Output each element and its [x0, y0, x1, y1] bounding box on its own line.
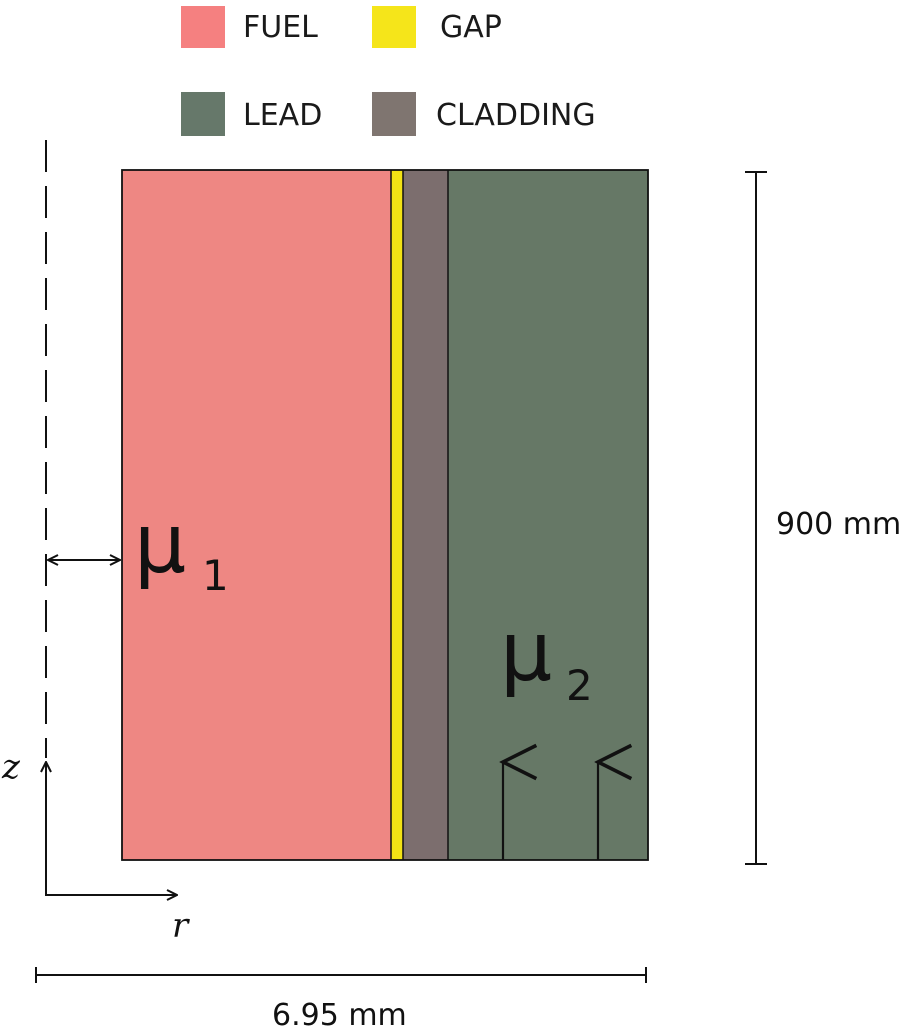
z-axis-label: z — [1, 747, 21, 787]
width-dimension: 6.95 mm — [35, 967, 647, 1028]
legend-label-cladding: CLADDING — [436, 98, 596, 133]
rod-cross-section — [121, 169, 649, 861]
legend-label-fuel: FUEL — [243, 10, 318, 45]
mu1-symbol: μ — [134, 497, 186, 592]
height-dimension-label: 900 mm — [776, 507, 901, 542]
mu1-subscript: 1 — [202, 551, 229, 600]
r-axis-label: r — [172, 906, 190, 946]
mu2-subscript: 2 — [566, 661, 593, 710]
gap-region — [391, 170, 403, 860]
mu2-symbol: μ — [500, 605, 552, 700]
legend-swatch-fuel — [181, 6, 225, 48]
legend-label-lead: LEAD — [243, 98, 322, 133]
legend-swatch-gap — [372, 6, 416, 48]
fuel-region — [122, 170, 391, 860]
legend-label-gap: GAP — [440, 10, 502, 45]
legend: FUEL GAP LEAD CLADDING — [181, 6, 596, 136]
cladding-region — [403, 170, 448, 860]
legend-swatch-cladding — [372, 92, 416, 136]
width-dimension-label: 6.95 mm — [272, 998, 407, 1028]
legend-swatch-lead — [181, 92, 225, 136]
lead-region — [448, 170, 648, 860]
rod-outline — [121, 169, 649, 861]
height-dimension: 900 mm — [745, 171, 901, 865]
